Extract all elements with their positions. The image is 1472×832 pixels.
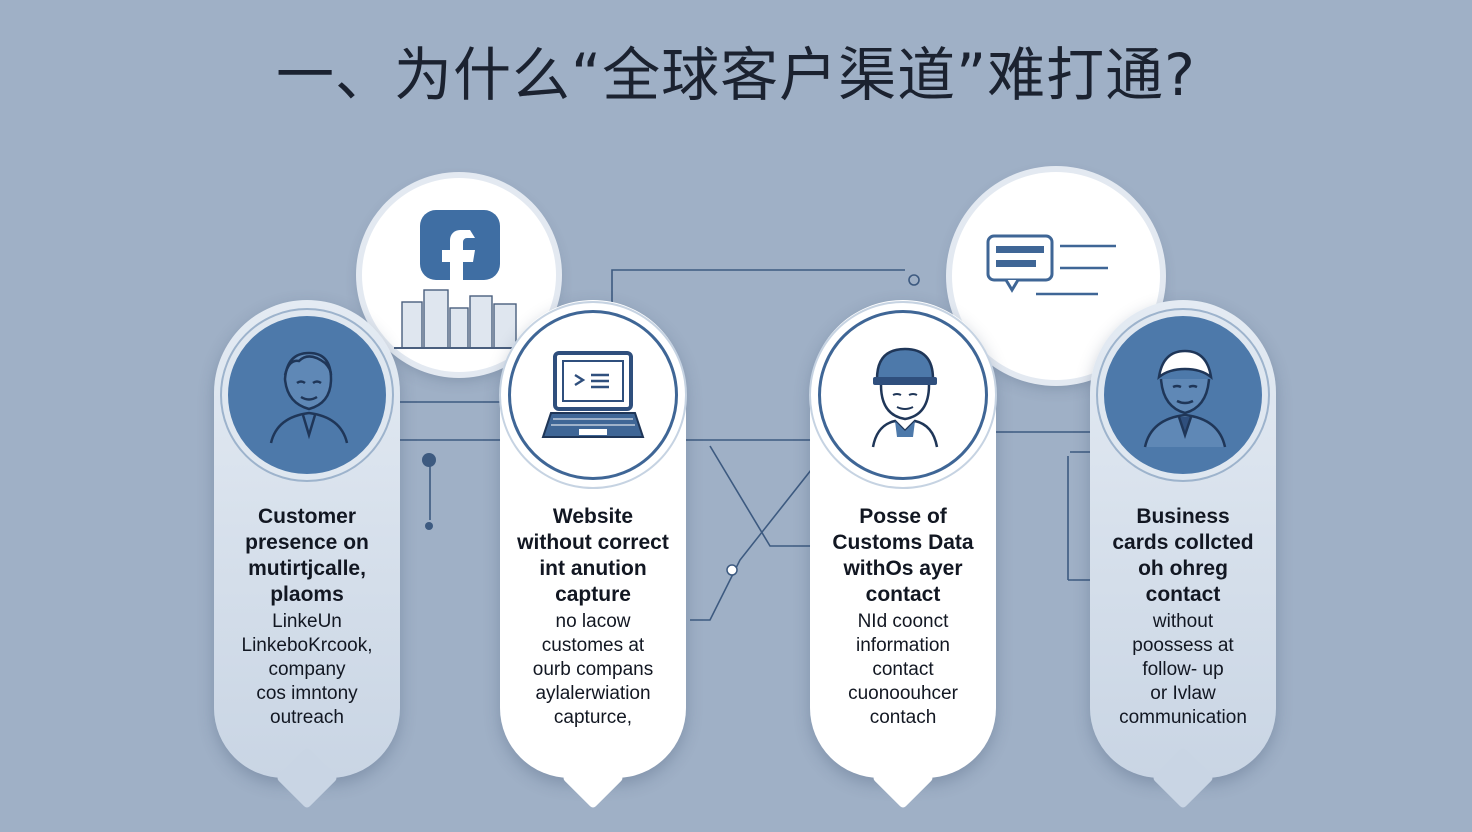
card-heading-line: presence on [245, 531, 369, 554]
worker-cap-avatar-icon [871, 347, 939, 448]
card-body-line: information [856, 635, 950, 656]
card-heading-line: cards collcted [1112, 531, 1254, 554]
card-body-line: NId coonct [857, 611, 949, 632]
avatar [818, 310, 988, 480]
card-body-line: no lacow [555, 611, 631, 632]
card-customer-presence: Customer presence on mutirtjcalle, plaom… [214, 300, 400, 810]
card-heading-line: oh ohreg [1138, 557, 1228, 580]
card-heading-line: Posse of [859, 505, 947, 528]
card-heading-line: Business [1136, 505, 1230, 528]
card-heading-line: contact [1145, 583, 1221, 606]
card-heading-line: without correct [517, 531, 669, 554]
card-body-line: cuonoouhcer [848, 683, 958, 704]
card-heading-line: Customs Data [832, 531, 974, 554]
card-heading-line: withOs ayer [843, 557, 963, 580]
card-body-line: company [268, 659, 346, 680]
card-body-line: aylalerwiation [535, 683, 651, 704]
card-body-line: poossess at [1132, 635, 1234, 656]
card-body-line: capturce, [553, 707, 633, 728]
card-heading-line: int anution [539, 557, 647, 580]
card-website: Website without correct int anution capt… [500, 300, 686, 810]
avatar [1098, 310, 1268, 480]
card-body-line: or Ivlaw [1150, 683, 1216, 704]
card-body-line: LinkeUn [272, 611, 342, 632]
card-body-line: ourb compans [532, 659, 654, 680]
card-heading-line: plaoms [270, 583, 344, 606]
card-body-line: contact [872, 659, 934, 680]
card-body-line: follow- up [1142, 659, 1224, 680]
card-business-cards: Business cards collcted oh ohreg contact… [1090, 300, 1276, 810]
card-heading-line: Customer [257, 505, 357, 528]
card-body-line: communication [1119, 707, 1247, 728]
card-body-line: without [1152, 611, 1214, 632]
avatar [222, 310, 392, 480]
card-heading-line: Website [552, 505, 634, 528]
card-heading-line: mutirtjcalle, [248, 557, 366, 580]
facebook-icon [394, 210, 524, 349]
businessman-avatar-icon [269, 351, 349, 444]
card-body-line: outreach [270, 707, 344, 728]
card-body-line: cos imntony [256, 683, 358, 704]
avatar [508, 310, 678, 480]
card-body-line: customes at [541, 635, 645, 656]
person-avatar-icon [1143, 349, 1227, 448]
laptop-icon [541, 351, 645, 438]
chat-message-icon [986, 234, 1116, 296]
page-title: 一、为什么“全球客户渠道”难打通? [276, 41, 1196, 109]
card-heading-line: capture [555, 583, 631, 606]
card-body-line: LinkeboKrcook, [241, 635, 373, 656]
card-heading-line: contact [865, 583, 941, 606]
card-customs-data: Posse of Customs Data withOs ayer contac… [810, 300, 996, 810]
card-body-line: contach [869, 707, 937, 728]
